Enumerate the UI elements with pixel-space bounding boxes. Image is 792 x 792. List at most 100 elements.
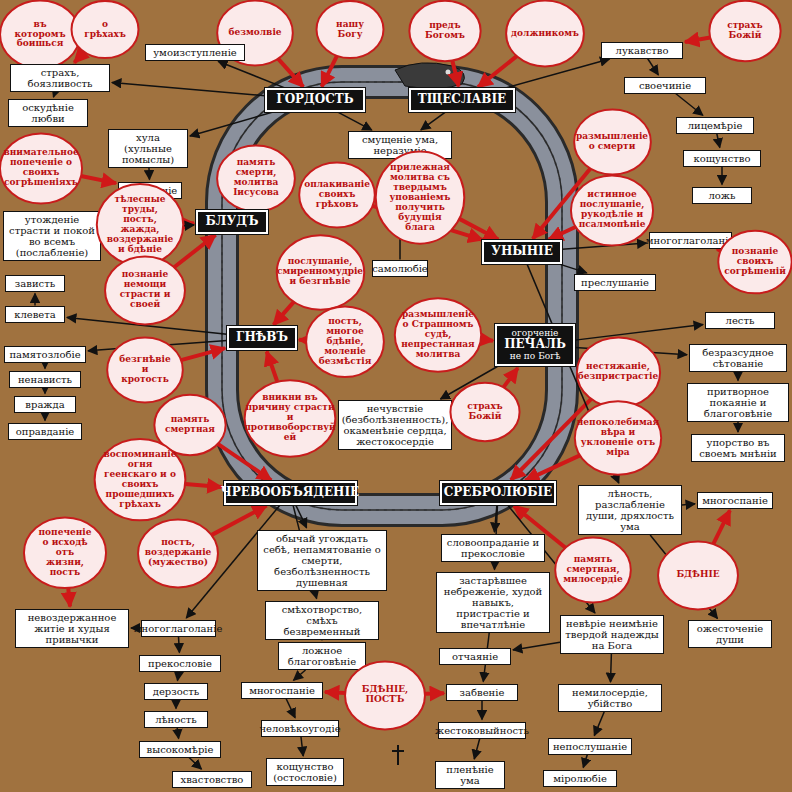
node-text: вражда <box>25 399 64 410</box>
node-text: предъ Богомъ <box>422 21 468 41</box>
vice-box: лѣность <box>144 711 208 728</box>
vice-box: многоглаголаніе <box>649 232 732 249</box>
passion-box: УНЫНІЕ <box>482 240 562 263</box>
node-text: страхъ, боязливость <box>15 67 105 89</box>
node-text: отчаяніе <box>452 651 498 662</box>
consequence-arrow <box>583 755 587 768</box>
node-text: кощунство (остословіе) <box>271 761 339 783</box>
consequence-arrow <box>175 700 177 709</box>
vice-box: человѣкоугодіе <box>261 720 339 737</box>
node-text: оплакиваніе своихъ грѣховъ <box>304 180 370 210</box>
node-text: самолюбіе <box>372 263 428 274</box>
node-text: немилосердіе, убійство <box>563 687 657 709</box>
node-text: многоглаголаніе <box>134 623 223 634</box>
remedy-arrow <box>325 690 345 695</box>
node-text: дерзость <box>153 686 200 697</box>
consequence-arrow <box>648 59 659 75</box>
consequence-arrow <box>610 654 612 683</box>
vice-box: прекословіе <box>139 655 221 672</box>
virtue-circle: оплакиваніе своихъ грѣховъ <box>302 165 372 225</box>
remedy-arrow <box>74 52 84 63</box>
node-text: не по Богѣ <box>510 352 561 362</box>
passion-box: СРЕБРОЛЮБІЕ <box>440 481 556 504</box>
node-text: памятозлобіе <box>9 349 80 360</box>
node-text: хвастовство <box>181 774 244 785</box>
consequence-arrow <box>190 112 275 136</box>
node-text: оправданіе <box>16 426 75 437</box>
node-text: лицемѣріе <box>688 120 743 131</box>
node-text: утожденіе страсти и покой во всемъ (посл… <box>8 214 96 258</box>
vice-box: лесть <box>705 312 775 329</box>
virtue-circle: въ которомъ боишься <box>3 3 77 66</box>
node-text: зависть <box>15 278 55 289</box>
consequence-arrow <box>575 325 703 341</box>
vice-box: вражда <box>14 396 76 413</box>
node-text: познаніе своихъ согрѣшеній <box>724 247 786 277</box>
remedy-arrow <box>481 339 493 340</box>
remedy-arrow <box>185 484 221 487</box>
node-text: лукавство <box>616 45 669 56</box>
virtue-circle: прилежная молитва съ твердымъ упованіемъ… <box>379 155 461 240</box>
node-text: притворное покаяніе и благоговѣніе <box>692 386 784 419</box>
node-text: высокомѣріе <box>147 744 214 755</box>
node-text: невѣріе неимѣніе твердой надежды на Бога <box>565 618 659 651</box>
node-text: умоизступленіе <box>153 47 237 58</box>
node-text: ЧРЕВООБЪЯДЕНІЕ <box>221 486 359 499</box>
node-text: непослушаніе <box>553 741 627 752</box>
consequence-arrow <box>421 112 446 130</box>
remedy-arrow <box>425 691 444 696</box>
vice-box: нечувствіе (безболѣзненность), окаменѣні… <box>338 400 452 450</box>
vice-box: обычай угождать себѣ, непамятованіе о см… <box>257 530 387 591</box>
virtue-circle: страхъ Божій <box>712 3 778 59</box>
node-text: прекословіе <box>148 658 212 669</box>
virtue-circle: память смертная, милосердіе <box>558 540 628 600</box>
vice-box: дерзость <box>144 683 208 700</box>
passion-box: ТЩЕСЛАВІЕ <box>409 88 515 111</box>
cross-symbol <box>392 745 404 765</box>
consequence-arrow <box>474 739 479 760</box>
vice-box: клевета <box>5 306 65 323</box>
node-text: СРЕБРОЛЮБІЕ <box>444 486 553 499</box>
node-text: ГОРДОСТЬ <box>276 93 353 106</box>
node-text: человѣкоугодіе <box>259 723 340 734</box>
node-text: страхъ Божій <box>722 21 768 41</box>
virtue-circle: вникни въ причину страсти и противоборст… <box>248 383 332 454</box>
node-text: смущеніе ума, неразуміе <box>353 134 447 156</box>
node-text: страхъ Божій <box>463 402 507 422</box>
virtue-circle: память смерти, молитва Іисусова <box>220 148 292 209</box>
consequence-arrow <box>53 92 55 97</box>
node-text: своечиніе <box>639 80 691 91</box>
node-text: ненависть <box>18 374 72 385</box>
node-text: БДѢНІЕ, ПОСТЪ <box>358 685 412 705</box>
vice-box: многоспаніе <box>697 492 773 509</box>
vice-box: высокомѣріе <box>139 741 221 758</box>
virtue-circle: должникомъ <box>509 3 581 64</box>
snake-body <box>222 82 562 510</box>
passion-box: БЛУДЪ <box>196 210 268 233</box>
node-text: смѣхотворство, смѣхъ безвременный <box>270 604 374 637</box>
virtue-circle: страхъ Божій <box>453 385 517 439</box>
virtue-circle: размышленіе о Страшномъ судѣ, непрестанн… <box>398 301 478 369</box>
vice-box: забвеніе <box>446 684 518 701</box>
remedy-arrow <box>181 348 225 360</box>
vice-box: ожесточеніе души <box>688 620 772 648</box>
node-text: лесть <box>726 315 755 326</box>
virtue-circle: нашу Богу <box>319 3 381 56</box>
node-text: постъ, многое бдѣніе, моленіе безмѣстія <box>319 317 372 366</box>
consequence-arrow <box>44 363 46 369</box>
remedy-arrow <box>322 56 337 87</box>
node-text: память смертная, милосердіе <box>563 555 622 585</box>
node-text: о грѣхахъ <box>84 20 126 40</box>
node-text: ожесточеніе души <box>693 623 767 645</box>
node-text: прилежная молитва съ твердымъ упованіемъ… <box>389 163 451 232</box>
remedy-arrow <box>478 56 517 87</box>
consequence-arrow <box>481 701 483 720</box>
node-text: безразсудное сѣтованіе <box>694 347 782 369</box>
vice-box: упорство въ своемъ мнѣніи <box>691 434 785 462</box>
node-text: истинное послушаніе, рукодѣліе и псалмоп… <box>579 190 646 230</box>
node-text: лѣность <box>155 714 197 725</box>
virtue-circle: память смертная <box>157 397 223 453</box>
consequence-arrow <box>112 82 265 95</box>
node-text: познаніе немощи страсти и своей <box>118 270 172 310</box>
node-text: хула (хульные помыслы) <box>113 132 183 165</box>
